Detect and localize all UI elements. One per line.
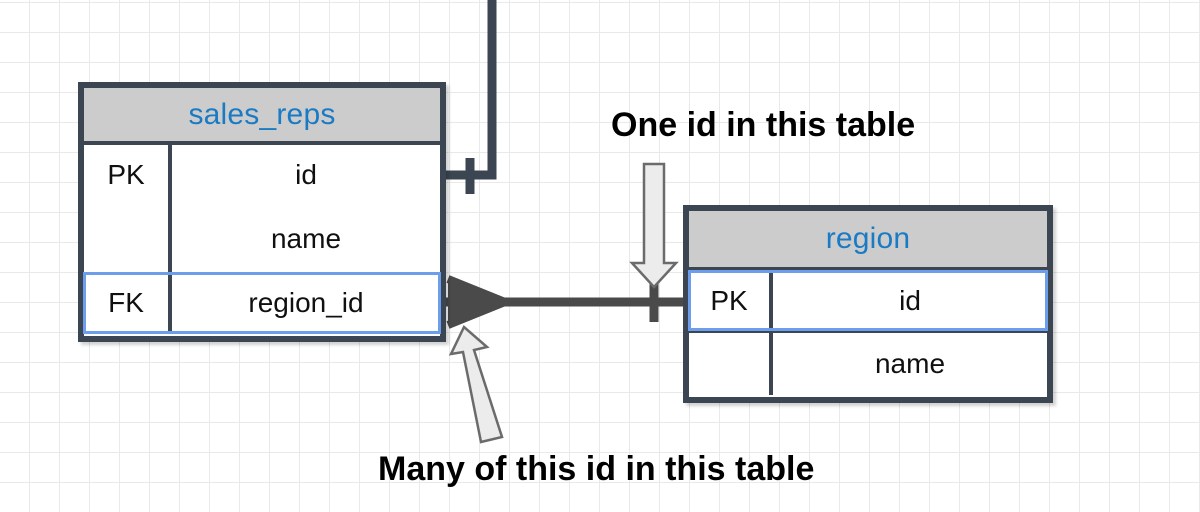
annotation-one-side: One id in this table [611,106,916,144]
connector-id-upward [446,0,497,194]
table-row-primary-key[interactable]: PK id [688,270,1048,333]
entity-region[interactable]: region PK id name [683,205,1053,403]
entity-rows-region: PK id name [688,270,1048,395]
annotation-many-side: Many of this id in this table [378,450,815,488]
key-cell [84,205,172,273]
key-cell [689,333,773,395]
table-row[interactable]: PK id [84,145,440,205]
field-cell: name [270,223,342,254]
key-cell: PK [84,145,172,205]
field-cell: name [874,348,946,379]
key-cell: PK [689,271,773,330]
table-row[interactable]: name [689,333,1047,395]
field-cell: id [899,284,921,316]
entity-title-region: region [689,211,1047,271]
field-cell: id [295,159,317,190]
table-row[interactable]: name [84,205,440,273]
arrow-up-icon [448,324,504,444]
crows-foot-icon [446,275,507,329]
entity-sales-reps[interactable]: sales_reps PK id name FK region_id [78,82,446,342]
table-row-foreign-key[interactable]: FK region_id [83,272,441,334]
entity-rows-sales-reps: PK id name FK region_id [83,145,441,334]
field-cell: region_id [248,287,364,318]
entity-title-sales-reps: sales_reps [84,88,440,145]
arrow-down-icon [629,162,679,289]
key-cell: FK [84,273,172,333]
